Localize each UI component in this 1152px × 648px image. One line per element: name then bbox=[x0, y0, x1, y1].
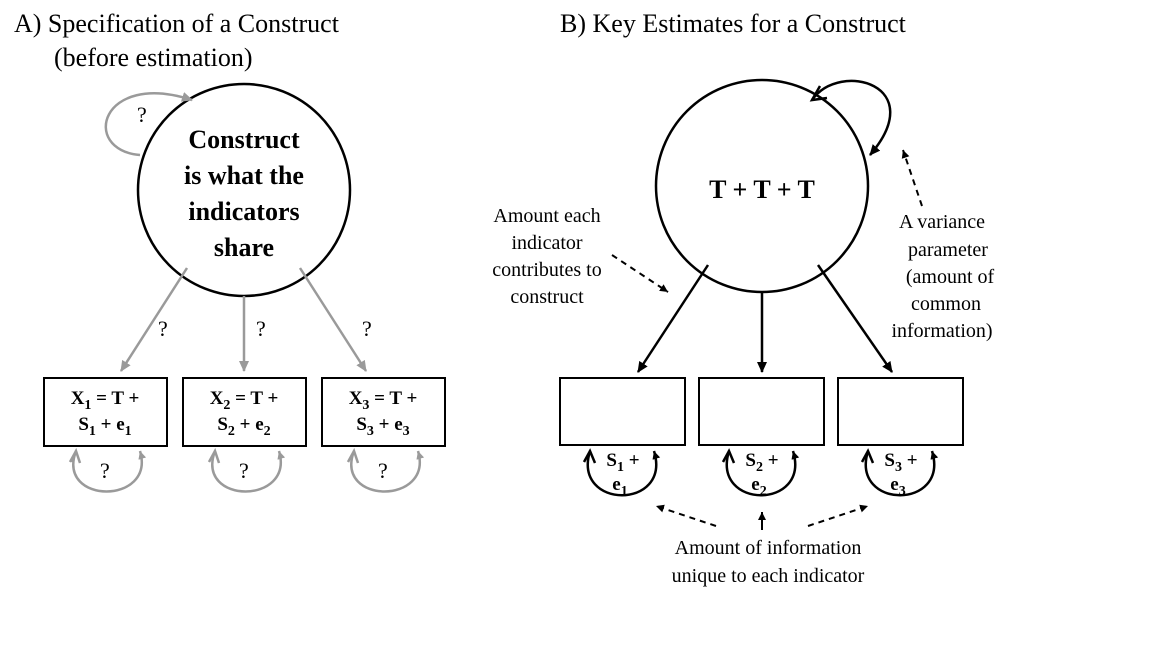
loading-question-mark-3: ? bbox=[362, 316, 372, 341]
indicator-equation-top-2: X2 = T + bbox=[210, 388, 279, 413]
variance-question-mark: ? bbox=[137, 102, 147, 127]
loading-arrow-b-3 bbox=[816, 264, 894, 373]
residual-loop-a-2-start-arrow bbox=[207, 447, 221, 464]
loading-question-mark-1: ? bbox=[158, 316, 168, 341]
residual-loop-b-1-start-arrow bbox=[582, 448, 597, 464]
residual-loop-b-1 bbox=[586, 450, 661, 497]
indicator-equation-top-1: X1 = T + bbox=[71, 388, 140, 413]
indicator-equation-bottom-1: S1 + e1 bbox=[78, 414, 131, 439]
variance-loop-b bbox=[810, 79, 892, 156]
indicator-box-a-1: X1 = T + S1 + e1 bbox=[43, 377, 168, 447]
loading-note-line-4: construct bbox=[510, 286, 584, 308]
residual-loop-a-1-start-arrow bbox=[68, 447, 82, 464]
loading-question-mark-2: ? bbox=[256, 316, 266, 341]
variance-note-line-3: (amount of bbox=[906, 266, 995, 288]
residual-loop-a-2 bbox=[211, 450, 286, 493]
unique-note-line-2: unique to each indicator bbox=[672, 565, 865, 587]
indicator-equation-bottom-3: S3 + e3 bbox=[356, 414, 409, 439]
variance-note-line-4: common bbox=[911, 293, 981, 315]
residual-loop-b-2-start-arrow bbox=[721, 448, 736, 464]
residual-loop-a-1 bbox=[72, 450, 147, 493]
variance-loop-b-start-arrow bbox=[809, 85, 828, 102]
indicator-box-b-3 bbox=[837, 377, 964, 446]
residual-loop-b-3-start-arrow bbox=[860, 448, 875, 464]
indicator-box-b-1 bbox=[559, 377, 686, 446]
panel-a-title: A) Specification of a Construct bbox=[14, 9, 340, 38]
loading-note-line-1: Amount each bbox=[493, 205, 600, 227]
residual-loop-a-3-start-arrow bbox=[346, 447, 360, 464]
construct-label-b: T + T + T bbox=[709, 175, 815, 204]
loading-note-line-2: indicator bbox=[511, 232, 582, 254]
construct-line-4: share bbox=[214, 233, 274, 262]
residual-loop-b-3 bbox=[864, 450, 939, 497]
loading-arrow-a-1 bbox=[119, 267, 189, 372]
variance-note-line-5: information) bbox=[891, 320, 992, 342]
residual-loop-a-3 bbox=[350, 450, 425, 493]
indicator-equation-top-3: X3 = T + bbox=[349, 388, 418, 413]
variance-loop-a bbox=[104, 92, 193, 157]
residual-label-b-2-top: S2 + bbox=[745, 450, 778, 475]
residual-question-mark-1: ? bbox=[100, 458, 110, 483]
variance-note-pointer bbox=[901, 149, 923, 207]
loading-note-pointer bbox=[611, 254, 669, 293]
variance-note-line-1: A variance bbox=[899, 211, 985, 233]
residual-label-b-2-bottom: e2 bbox=[751, 474, 766, 499]
indicator-box-b-2 bbox=[698, 377, 825, 446]
residual-question-mark-2: ? bbox=[239, 458, 249, 483]
indicator-box-a-2: X2 = T + S2 + e2 bbox=[182, 377, 307, 447]
loading-arrow-b-1 bbox=[636, 264, 710, 373]
construct-line-2: is what the bbox=[184, 161, 304, 190]
construct-line-1: Construct bbox=[188, 125, 300, 154]
construct-line-3: indicators bbox=[188, 197, 299, 226]
residual-label-b-1-bottom: e1 bbox=[612, 474, 627, 499]
loading-note-line-3: contributes to bbox=[492, 259, 601, 281]
indicator-equation-bottom-2: S2 + e2 bbox=[217, 414, 270, 439]
panel-b: B) Key Estimates for a Construct T + T +… bbox=[492, 9, 994, 587]
residual-loop-b-2 bbox=[725, 450, 800, 497]
panel-a-subtitle: (before estimation) bbox=[54, 43, 253, 72]
residual-label-b-3-bottom: e3 bbox=[890, 474, 905, 499]
residual-label-b-3-top: S3 + bbox=[884, 450, 917, 475]
unique-note-pointer-3 bbox=[807, 504, 869, 527]
unique-note-pointer-1 bbox=[655, 504, 717, 527]
panel-a: A) Specification of a Construct (before … bbox=[14, 9, 446, 493]
unique-note-line-1: Amount of information bbox=[675, 537, 862, 559]
residual-label-b-1-top: S1 + bbox=[606, 450, 639, 475]
loading-arrow-a-3 bbox=[298, 267, 368, 372]
residual-question-mark-3: ? bbox=[378, 458, 388, 483]
panel-b-title: B) Key Estimates for a Construct bbox=[560, 9, 907, 38]
variance-note-line-2: parameter bbox=[908, 239, 988, 261]
indicator-box-a-3: X3 = T + S3 + e3 bbox=[321, 377, 446, 447]
construct-circle-a bbox=[136, 82, 352, 298]
